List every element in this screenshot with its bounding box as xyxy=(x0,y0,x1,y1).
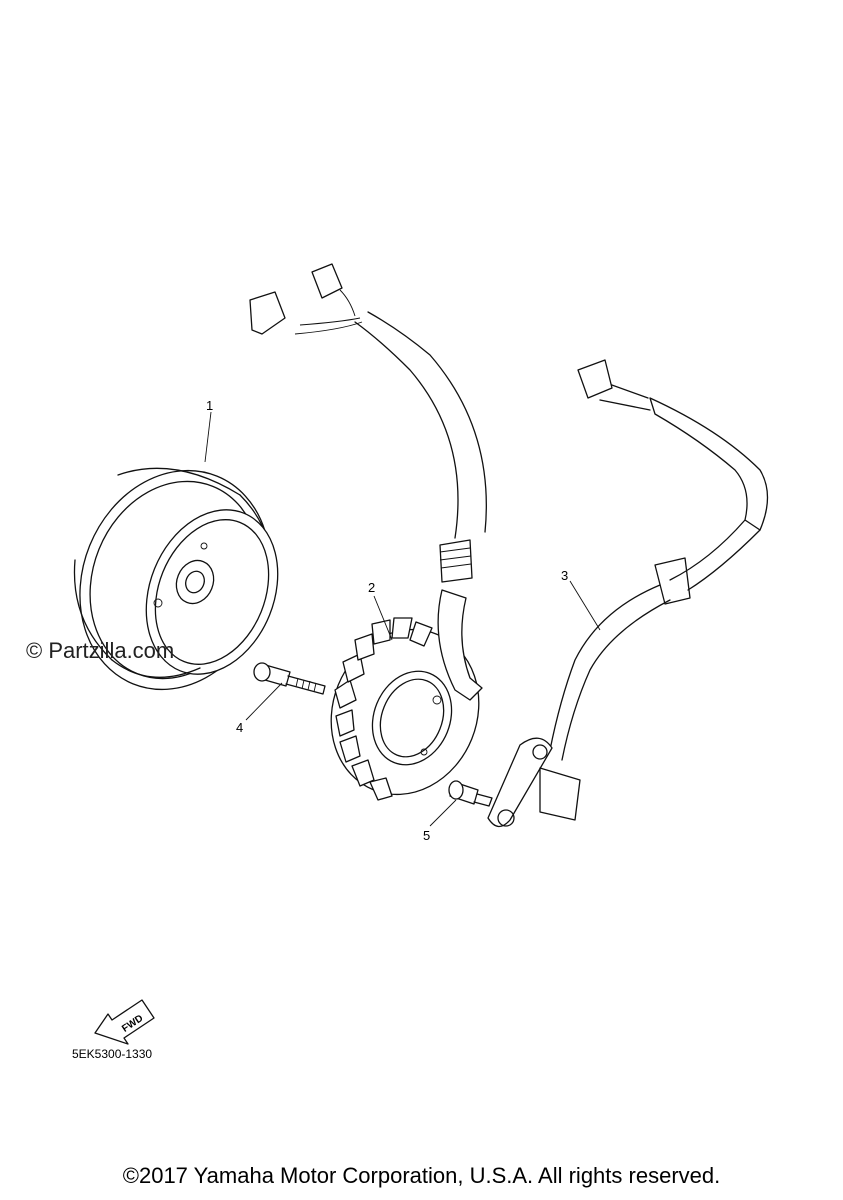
leader-lines xyxy=(204,411,601,827)
rotor-part xyxy=(73,467,279,691)
copyright-notice: ©2017 Yamaha Motor Corporation, U.S.A. A… xyxy=(122,1163,721,1188)
callout-2: 2 xyxy=(368,580,375,595)
callout-4: 4 xyxy=(236,720,243,735)
fwd-arrow-icon: FWD xyxy=(94,999,155,1045)
screw-5-part xyxy=(448,780,493,807)
callout-5: 5 xyxy=(423,828,430,843)
watermark: © Partzilla.com xyxy=(26,638,175,663)
screw-4-part xyxy=(253,662,326,695)
stator-part xyxy=(249,263,487,801)
callout-1: 1 xyxy=(206,398,213,413)
diagram-code: 5EK5300-1330 xyxy=(72,1047,153,1061)
callout-3: 3 xyxy=(561,568,568,583)
pickup-coil-part xyxy=(487,359,769,828)
